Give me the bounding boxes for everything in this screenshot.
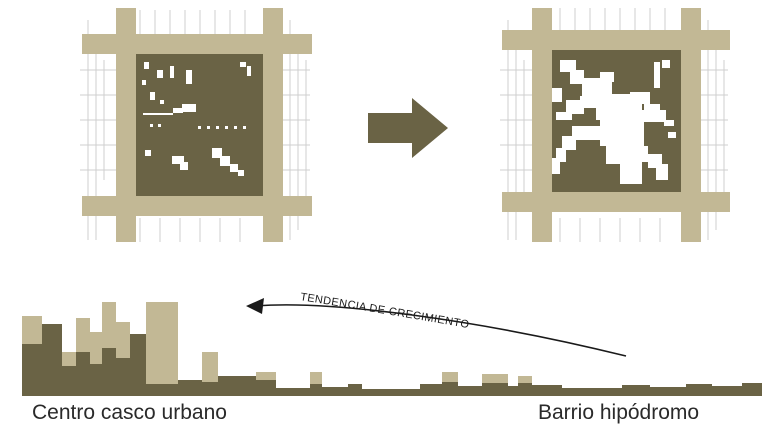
curved-arrow-left-icon bbox=[246, 298, 627, 357]
open-spaces bbox=[142, 62, 251, 176]
skyline bbox=[22, 302, 762, 396]
block-after bbox=[500, 8, 730, 242]
hipodromo-caption: Barrio hipódromo bbox=[538, 401, 700, 424]
open-spaces bbox=[552, 60, 676, 184]
streets bbox=[502, 8, 730, 242]
streets bbox=[82, 8, 312, 242]
block-before bbox=[80, 8, 312, 242]
growth-trend-label: TENDENCIA DE CRECIMIENTO bbox=[299, 291, 470, 331]
lot-lines bbox=[80, 10, 310, 242]
skyline-dark-buildings bbox=[22, 324, 762, 396]
arrow-right-icon bbox=[368, 98, 448, 158]
city-center-caption: Centro casco urbano bbox=[32, 401, 227, 424]
